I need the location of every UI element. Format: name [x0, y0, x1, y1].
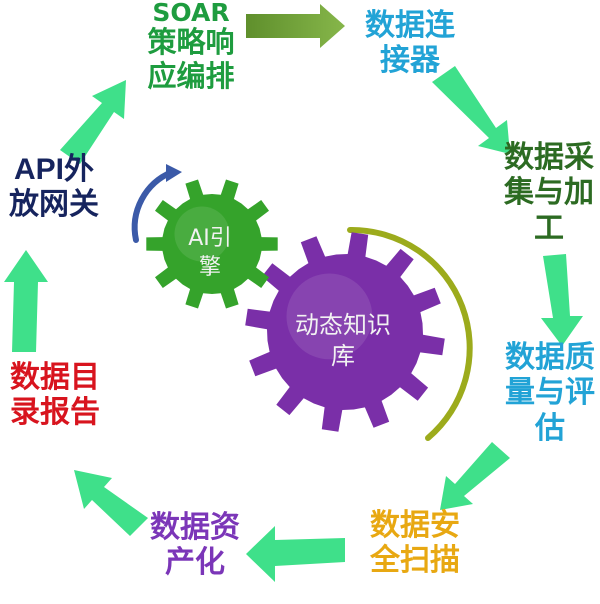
- node-data-assetization: 数据资 产化: [140, 510, 250, 581]
- arrow-connector-to-collect: [432, 66, 510, 154]
- node-api-line2: 放网关: [9, 187, 99, 223]
- node-quality-line2: 量与评: [505, 375, 595, 411]
- knowledge-base-gear-label: 动态知识 库: [268, 310, 418, 372]
- node-asset-line1: 数据资: [150, 510, 240, 545]
- node-soar-line1: SOAR: [152, 0, 230, 27]
- ai-engine-line1: AI引: [188, 226, 232, 251]
- arrow-quality-to-security: [440, 442, 510, 510]
- node-security-line2: 全扫描: [370, 543, 460, 579]
- node-data-security-scan: 数据安 全扫描: [355, 508, 475, 579]
- node-soar-line2: 策略响: [147, 25, 235, 59]
- node-soar-line3: 应编排: [147, 59, 235, 94]
- node-catalog-line1: 数据目: [10, 360, 100, 395]
- cycle-arrows: [4, 4, 583, 582]
- knowledge-base-line1: 动态知识: [295, 311, 391, 339]
- ai-engine-gear-highlight: [174, 206, 230, 262]
- node-asset-line2: 产化: [165, 545, 225, 581]
- node-data-collection: 数据采 集与加 工: [497, 140, 600, 246]
- ai-engine-gear-label: AI引 擎: [170, 225, 250, 282]
- node-data-catalog-report: 数据目 录报告: [0, 360, 110, 431]
- ai-engine-gear: [146, 179, 278, 309]
- node-api-line1: API外: [13, 153, 94, 186]
- ai-rotation-arrowhead: [166, 164, 182, 182]
- node-connector-line1: 数据连: [365, 8, 455, 43]
- knowledge-base-line2: 库: [331, 342, 355, 371]
- arrow-security-to-asset: [246, 526, 345, 582]
- arrow-asset-to-catalog: [74, 470, 148, 536]
- arrow-soar-to-connector: [246, 4, 345, 48]
- node-api-gateway: API外 放网关: [2, 152, 106, 223]
- arrow-collect-to-quality: [541, 254, 583, 346]
- node-data-quality: 数据质 量与评 估: [498, 340, 600, 446]
- node-quality-line1: 数据质: [505, 340, 595, 375]
- node-collect-line2: 集与加: [504, 175, 594, 211]
- gears: [146, 179, 445, 432]
- node-collect-line1: 数据采: [504, 140, 594, 175]
- knowledge-base-gear-highlight: [286, 273, 373, 360]
- node-security-line1: 数据安: [370, 508, 460, 543]
- node-soar-orchestration: SOAR 策略响 应编排: [136, 0, 246, 93]
- knowledge-base-gear: [245, 232, 445, 432]
- arrow-api-to-soar: [60, 80, 126, 164]
- ai-engine-line2: 擎: [198, 254, 221, 280]
- node-connector-line2: 接器: [380, 43, 440, 79]
- gear-arcs: [131, 164, 473, 441]
- node-data-connector: 数据连 接器: [350, 8, 470, 79]
- arrow-catalog-to-api: [4, 250, 48, 352]
- ai-rotation-arc: [131, 169, 175, 243]
- node-collect-line3: 工: [534, 210, 564, 246]
- node-catalog-line2: 录报告: [10, 395, 100, 431]
- node-quality-line3: 估: [535, 410, 565, 446]
- kb-rotation-arc: [347, 226, 473, 441]
